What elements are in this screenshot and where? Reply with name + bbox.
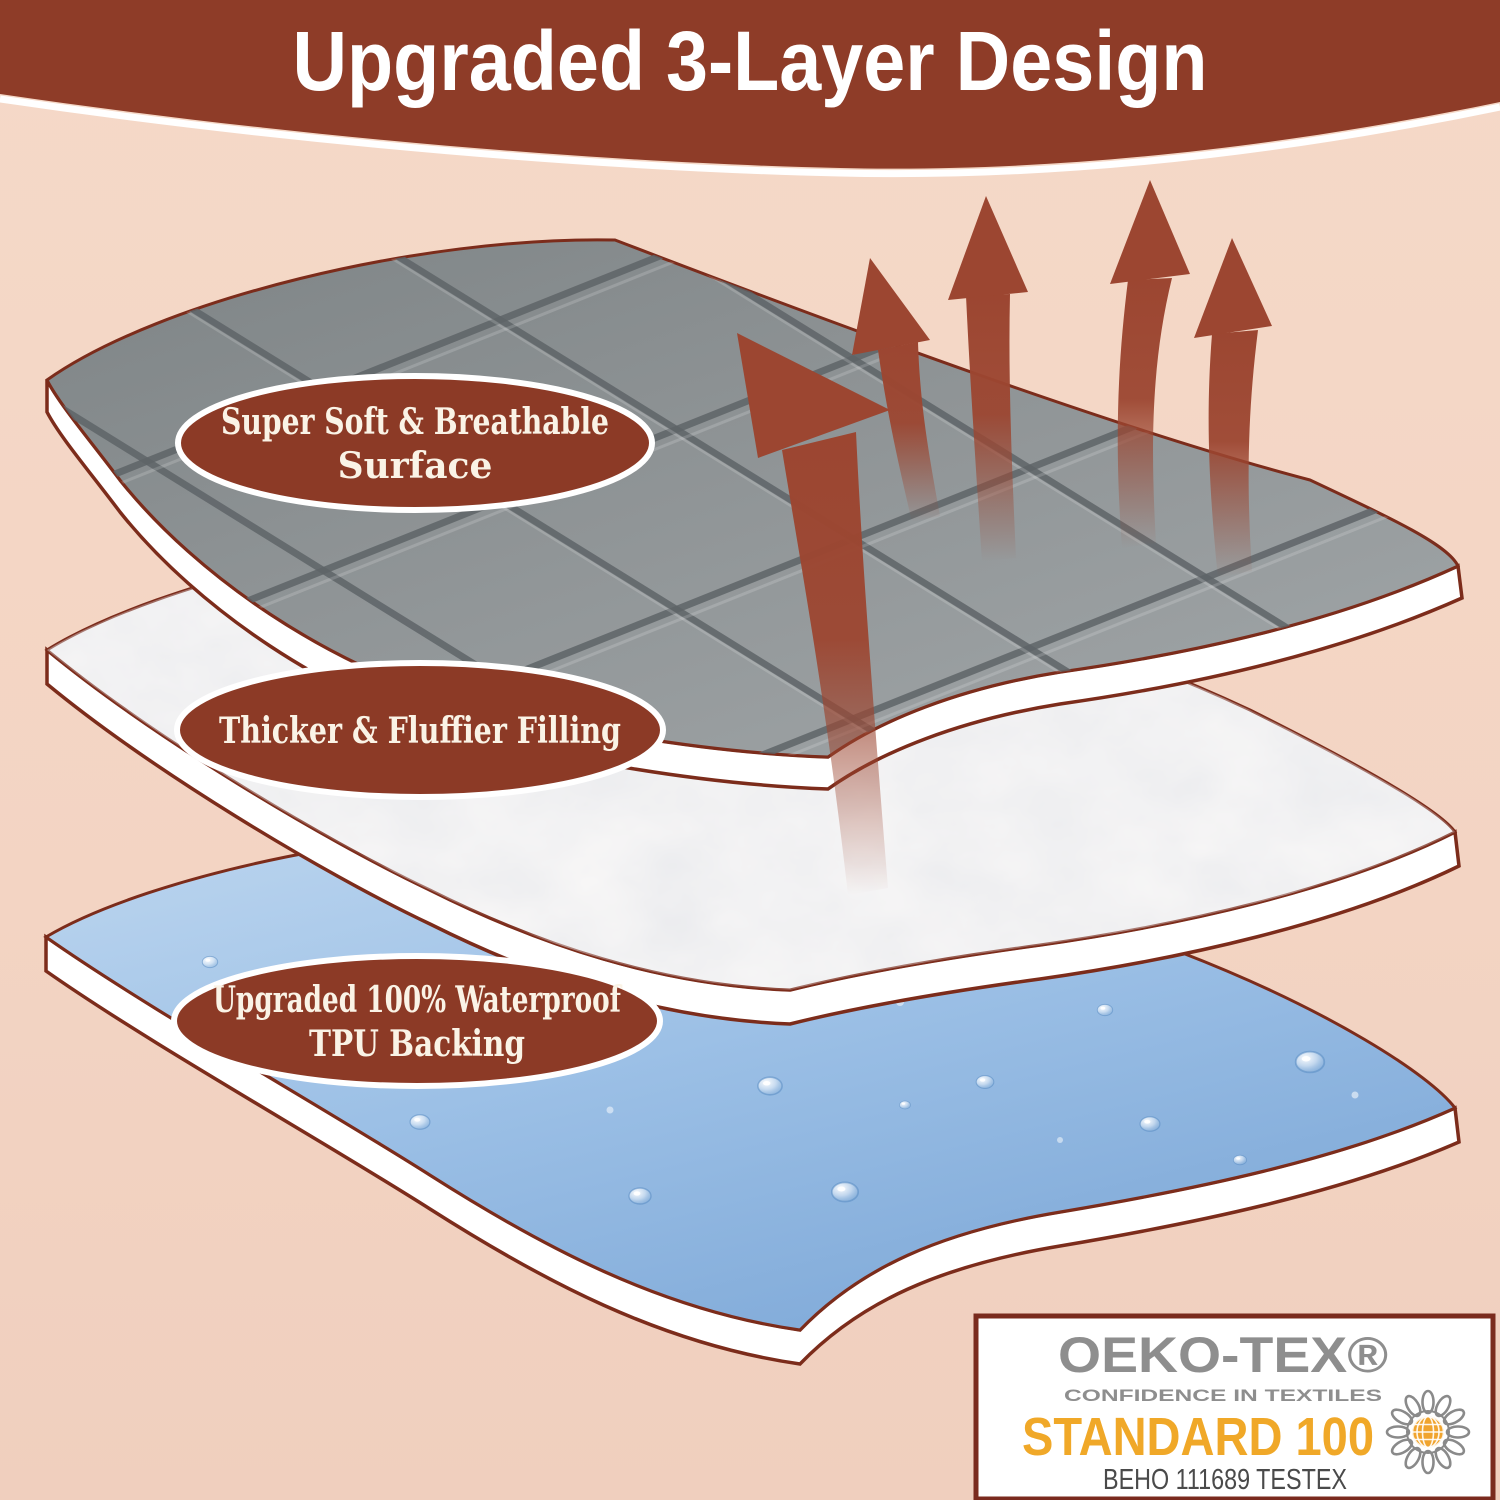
certification-standard: STANDARD 100 bbox=[1022, 1407, 1374, 1467]
page-title: Upgraded 3-Layer Design bbox=[293, 14, 1208, 108]
oeko-tex-emblem-icon bbox=[1385, 1389, 1471, 1475]
surface-label-line1: Super Soft & Breathable bbox=[221, 401, 609, 443]
header-banner: Upgraded 3-Layer Design bbox=[0, 0, 1500, 178]
steam-arrow-icon bbox=[1194, 238, 1272, 578]
breathability-arrows bbox=[737, 180, 1272, 895]
filling-badge-shape bbox=[174, 660, 666, 800]
banner-shape bbox=[0, 0, 1500, 169]
backing-label-line2: TPU Backing bbox=[309, 1023, 525, 1065]
surface-label-line2: Surface bbox=[338, 445, 493, 487]
steam-arrow-icon bbox=[1110, 180, 1190, 548]
certification-brand: OEKO-TEX® bbox=[1058, 1327, 1388, 1383]
label-badge-filling: Thicker & Fluffier Filling bbox=[174, 660, 666, 800]
filling-label-line1: Thicker & Fluffier Filling bbox=[219, 710, 621, 752]
steam-arrow-icon bbox=[737, 333, 890, 895]
certification-tagline: CONFIDENCE IN TEXTILES bbox=[1064, 1386, 1382, 1405]
backing-label-line1: Upgraded 100% Waterproof bbox=[213, 979, 623, 1021]
banner-divider-line bbox=[0, 95, 1500, 178]
backing-badge-shape bbox=[171, 953, 663, 1089]
label-badge-backing: Upgraded 100% Waterproof TPU Backing bbox=[171, 953, 663, 1089]
label-badge-surface: Super Soft & Breathable Surface bbox=[175, 373, 655, 513]
quilt-layer-face bbox=[45, 238, 1461, 759]
steam-arrow-icon bbox=[852, 258, 940, 522]
steam-arrow-icon bbox=[948, 196, 1028, 562]
certification-code: BEHO 111689 TESTEX bbox=[1103, 1464, 1347, 1496]
certification-box: OEKO-TEX® CONFIDENCE IN TEXTILES STANDAR… bbox=[973, 1313, 1496, 1500]
surface-badge-shape bbox=[175, 373, 655, 513]
